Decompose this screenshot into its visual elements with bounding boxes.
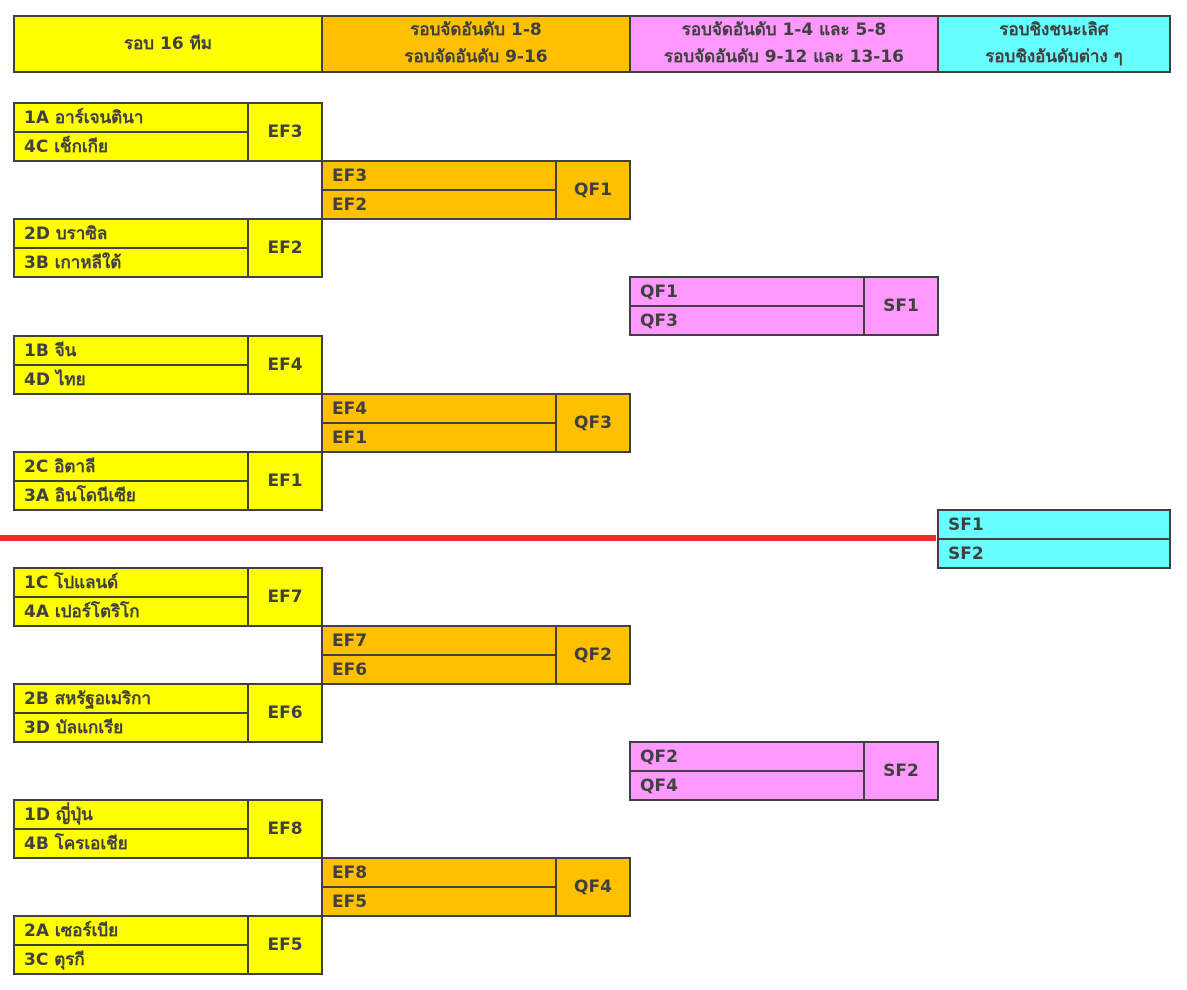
header-final: รอบชิงชนะเลิศ รอบชิงอันดับต่าง ๆ	[937, 15, 1171, 73]
match-result: QF4	[555, 857, 631, 917]
header-quarterfinal-line1: รอบจัดอันดับ 1-8	[410, 20, 542, 40]
team-slot: 2C อิตาลี	[13, 451, 249, 482]
match-result: EF2	[247, 218, 323, 278]
team-slot: 2B สหรัฐอเมริกา	[13, 683, 249, 714]
team-slot: EF5	[321, 886, 557, 917]
match-result: EF3	[247, 102, 323, 162]
team-slot: SF2	[937, 538, 1171, 569]
team-slot: EF3	[321, 160, 557, 191]
team-slot: QF4	[629, 770, 865, 801]
header-quarterfinal: รอบจัดอันดับ 1-8 รอบจัดอันดับ 9-16	[321, 15, 631, 73]
match-result: QF2	[555, 625, 631, 685]
match-result: QF1	[555, 160, 631, 220]
team-slot: QF3	[629, 305, 865, 336]
match-result: EF6	[247, 683, 323, 743]
header-quarterfinal-line2: รอบจัดอันดับ 9-16	[404, 47, 548, 67]
header-semifinal-line2: รอบจัดอันดับ 9-12 และ 13-16	[664, 47, 904, 67]
team-slot: 3B เกาหลีใต้	[13, 247, 249, 278]
header-round-of-16: รอบ 16 ทีม	[13, 15, 323, 73]
team-slot: QF1	[629, 276, 865, 307]
header-semifinal-line1: รอบจัดอันดับ 1-4 และ 5-8	[681, 20, 887, 40]
team-slot: 4B โครเอเชีย	[13, 828, 249, 859]
team-slot: 1C โปแลนด์	[13, 567, 249, 598]
team-slot: 1B จีน	[13, 335, 249, 366]
header-semifinal: รอบจัดอันดับ 1-4 และ 5-8 รอบจัดอันดับ 9-…	[629, 15, 939, 73]
team-slot: 4C เช็กเกีย	[13, 131, 249, 162]
bracket-divider-line	[0, 535, 936, 541]
team-slot: 2A เซอร์เบีย	[13, 915, 249, 946]
match-result: EF1	[247, 451, 323, 511]
team-slot: 4D ไทย	[13, 364, 249, 395]
match-result: SF1	[863, 276, 939, 336]
team-slot: 3A อินโดนีเซีย	[13, 480, 249, 511]
header-round-of-16-line1: รอบ 16 ทีม	[123, 33, 213, 54]
team-slot: 1D ญี่ปุ่น	[13, 799, 249, 830]
team-slot: 3D บัลแกเรีย	[13, 712, 249, 743]
match-result: QF3	[555, 393, 631, 453]
team-slot: EF1	[321, 422, 557, 453]
header-final-line2: รอบชิงอันดับต่าง ๆ	[985, 47, 1123, 67]
match-result: EF8	[247, 799, 323, 859]
team-slot: 2D บราซิล	[13, 218, 249, 249]
team-slot: EF4	[321, 393, 557, 424]
team-slot: 3C ตุรกี	[13, 944, 249, 975]
match-result: EF7	[247, 567, 323, 627]
match-result: EF5	[247, 915, 323, 975]
team-slot: EF2	[321, 189, 557, 220]
team-slot: 1A อาร์เจนตินา	[13, 102, 249, 133]
team-slot: EF6	[321, 654, 557, 685]
team-slot: EF7	[321, 625, 557, 656]
match-result: EF4	[247, 335, 323, 395]
team-slot: QF2	[629, 741, 865, 772]
team-slot: SF1	[937, 509, 1171, 540]
team-slot: EF8	[321, 857, 557, 888]
header-final-line1: รอบชิงชนะเลิศ	[999, 20, 1109, 40]
team-slot: 4A เปอร์โตริโก	[13, 596, 249, 627]
match-result: SF2	[863, 741, 939, 801]
